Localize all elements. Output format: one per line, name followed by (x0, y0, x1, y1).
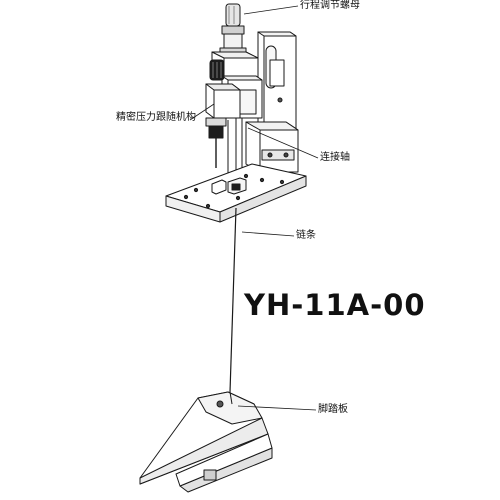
foot-pedal (139, 391, 273, 493)
pressure-follow-box (205, 83, 241, 168)
leader-stroke-nut (243, 5, 299, 15)
leader-foot-pedal (237, 405, 317, 411)
label-stroke-nut: 行程调节螺母 (300, 0, 360, 11)
leader-chain (241, 231, 295, 237)
leader-pressure-box (189, 103, 215, 121)
label-connecting-shaft: 连接轴 (320, 152, 350, 163)
pressure-knob (209, 59, 225, 81)
chain (229, 207, 237, 393)
vertical-column (257, 31, 297, 143)
label-pressure-mechanism: 精密压力跟随机构 (116, 112, 196, 123)
model-number: YH-11A-00 (244, 288, 426, 322)
label-foot-pedal: 脚踏板 (318, 404, 348, 415)
label-chain: 链条 (296, 230, 316, 241)
stroke-adjust-nut (219, 3, 247, 57)
plate-blocks (211, 177, 247, 195)
leader-connecting-shaft (247, 127, 319, 159)
shaft-bracket (245, 121, 299, 173)
leader-lines (189, 5, 319, 411)
